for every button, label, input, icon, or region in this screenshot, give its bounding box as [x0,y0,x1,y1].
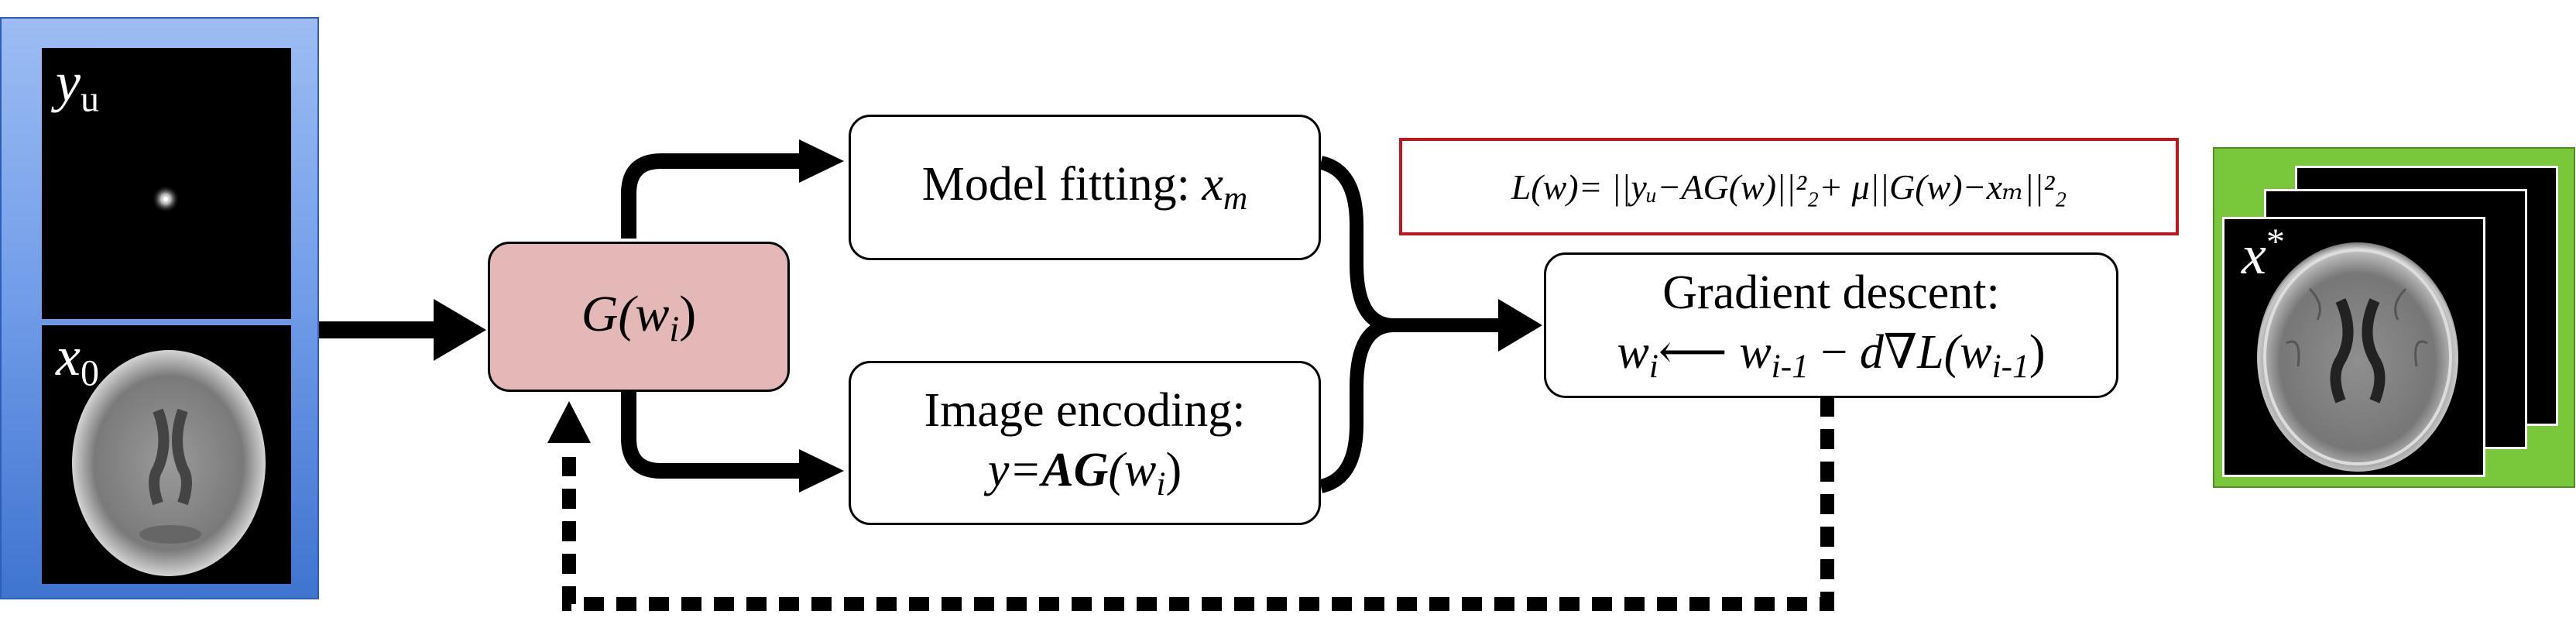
kspace-center-dot [152,185,180,213]
output-panel: x* [2213,147,2575,488]
image-encoding-node: Image encoding: y=AG(wi) [849,361,1321,525]
sharp-brain-graphic [2257,242,2458,472]
blurry-brain-graphic [72,350,266,576]
generator-label: G(wi) [581,285,697,348]
image-encoding-equation: y=AG(wi) [987,444,1182,503]
x0-brain-image: x0 [42,325,291,584]
x-star-label: x* [2242,221,2285,286]
feedback-arrowhead [547,401,591,443]
image-encoding-merge-line [1319,318,1394,493]
gradient-descent-line1: Gradient descent: [1662,266,2000,319]
model-fitting-node: Model fitting: xm [849,115,1321,260]
input-panel: yu x0 [0,17,319,599]
x0-label: x0 [56,325,99,394]
x-star-brain-image: x* [2222,217,2485,477]
generator-to-model-fitting-arrow [621,153,799,239]
image-encoding-line1: Image encoding: [924,383,1246,437]
model-fitting-label: Model fitting: xm [921,158,1248,218]
merge-arrowhead [1498,299,1542,352]
generator-to-image-encoding-arrow [621,389,799,479]
gradient-descent-update: wi⟵ wi-1 − d∇L(wi-1) [1617,326,2046,386]
y-u-label: yu [56,51,99,120]
loss-equation: L(w)= ||yᵤ−AG(w)||²₂+ μ||G(w)−xₘ||²₂ [1511,167,2067,207]
generator-node: G(wi) [488,242,790,392]
kspace-image: yu [42,48,291,319]
gradient-descent-node: Gradient descent: wi⟵ wi-1 − d∇L(wi-1) [1544,252,2118,398]
feedback-loop-dotted-arrow [562,397,1834,611]
loss-function-box: L(w)= ||yᵤ−AG(w)||²₂+ μ||G(w)−xₘ||²₂ [1399,138,2179,235]
